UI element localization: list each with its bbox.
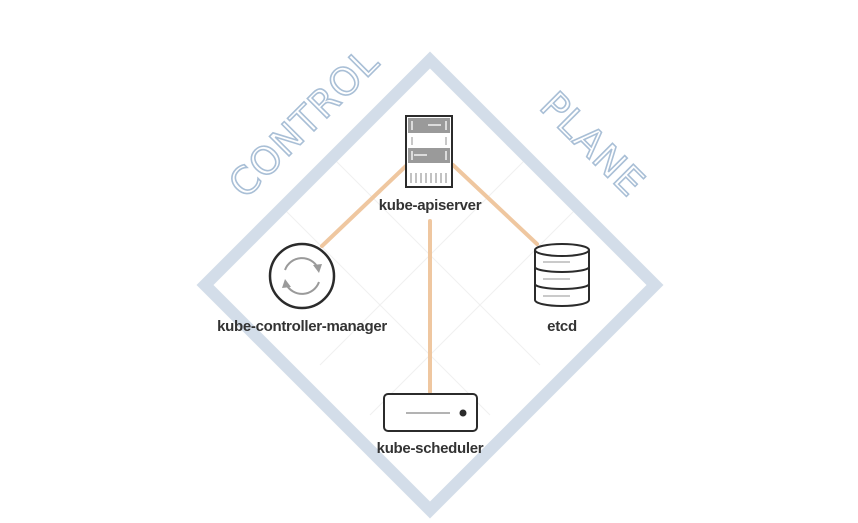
background-grid [279,154,581,416]
connection-lines [320,163,539,394]
control-plane-frame [196,51,664,519]
sync-icon [268,242,336,310]
link-apiserver-controller [320,163,409,248]
apiserver-label: kube-apiserver [379,197,482,214]
database-icon [534,243,590,307]
server-icon [405,115,453,188]
scheduler-label: kube-scheduler [377,440,484,457]
scheduler-box-icon [383,393,478,432]
link-apiserver-etcd [451,163,539,246]
etcd-label: etcd [547,318,577,335]
controller-manager-label: kube-controller-manager [217,318,387,335]
